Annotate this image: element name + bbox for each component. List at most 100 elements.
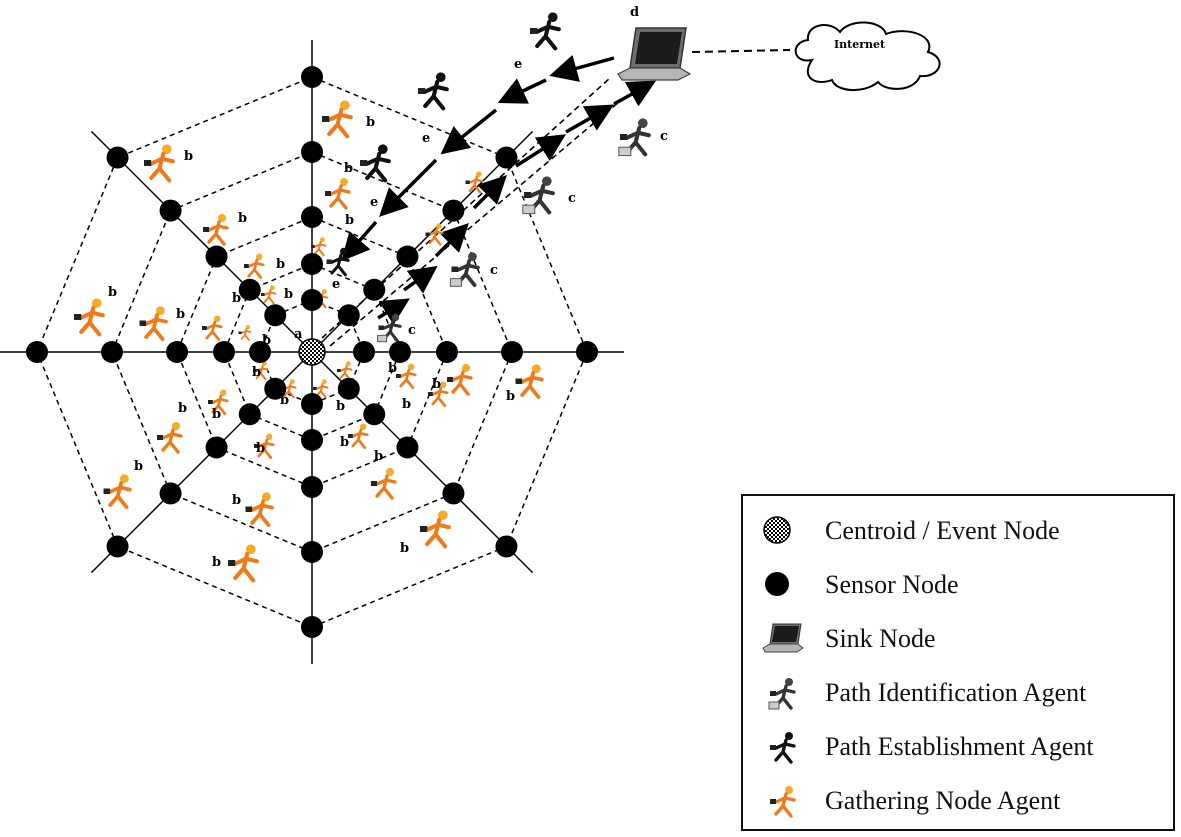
agent-bag xyxy=(322,116,330,122)
gathering-node-agent xyxy=(139,306,168,342)
agent-body xyxy=(240,328,252,341)
agent-head xyxy=(214,315,221,322)
agent-letter-label: b xyxy=(212,555,221,570)
gathering-node-agent xyxy=(425,223,444,246)
agent-bag xyxy=(620,134,628,140)
sensor-node xyxy=(238,278,261,301)
path-dashed-link xyxy=(329,95,627,347)
establishment-arrow xyxy=(440,108,498,155)
agent-body xyxy=(233,551,259,583)
agent-head xyxy=(532,364,541,373)
agent-bag xyxy=(465,180,470,184)
sink-internet-link xyxy=(691,49,791,53)
agent-head xyxy=(785,732,793,740)
gathering-node-agent-icon xyxy=(770,786,796,818)
agent-letter-label: b xyxy=(252,365,261,380)
agent-body xyxy=(327,107,353,139)
agent-head xyxy=(468,252,477,261)
agent-body xyxy=(149,151,175,183)
sensor-node xyxy=(301,141,323,163)
path-identification-agent xyxy=(449,252,480,288)
agent-head xyxy=(436,223,442,229)
sensor-node xyxy=(238,403,261,426)
agent-body xyxy=(535,19,561,51)
agent-bag xyxy=(202,326,207,330)
agent-letter-label: d xyxy=(630,5,639,20)
agent-head xyxy=(340,247,348,255)
agent-head xyxy=(218,214,226,222)
legend-label: Gathering Node Agent xyxy=(825,786,1061,815)
agent-body xyxy=(315,382,329,399)
agent-body xyxy=(247,258,265,279)
agent-body xyxy=(144,313,168,342)
agent-bag xyxy=(425,232,430,236)
agent-letter-label: e xyxy=(370,195,378,210)
sensor-node xyxy=(205,245,228,268)
sensor-node xyxy=(264,377,287,400)
agent-bag xyxy=(770,691,776,696)
agent-body xyxy=(351,428,369,449)
agent-bag xyxy=(396,374,401,378)
agent-head xyxy=(440,381,447,388)
agent-body xyxy=(468,175,484,194)
path-identification-agent xyxy=(618,118,651,157)
identification-arrow xyxy=(515,134,566,168)
sensor-node xyxy=(249,341,271,363)
agent-bag xyxy=(244,264,249,268)
agent-head xyxy=(270,285,275,290)
internet-cloud xyxy=(794,21,941,91)
agent-body xyxy=(423,79,449,111)
agent-head xyxy=(256,253,263,260)
agent-bag xyxy=(428,392,433,396)
gathering-node-agent xyxy=(202,315,223,341)
path-establishment-agent-icon xyxy=(770,732,796,764)
identification-arrow xyxy=(434,223,469,258)
agent-body xyxy=(774,684,796,710)
agent-letter-label: b xyxy=(256,441,265,456)
agent-letter-label: b xyxy=(346,377,355,392)
agent-head xyxy=(172,422,180,430)
legend-path-establishment-figure xyxy=(770,732,796,764)
agent-head xyxy=(378,144,388,154)
sensor-node xyxy=(213,341,235,363)
agent-letter-label: b xyxy=(432,377,441,392)
sensor-node xyxy=(159,482,182,505)
agent-bag xyxy=(371,481,377,486)
agent-body xyxy=(456,259,480,288)
gathering-node-agent xyxy=(74,298,105,337)
legend-label: Centroid / Event Node xyxy=(825,516,1060,545)
sink-node-laptop-icon xyxy=(762,623,804,653)
sensor-node xyxy=(389,341,411,363)
agent-bag xyxy=(420,526,428,532)
sensor-node xyxy=(396,245,419,268)
legend-label: Path Identification Agent xyxy=(825,678,1087,707)
agent-bag xyxy=(208,400,213,404)
agent-body xyxy=(329,184,351,210)
agent-body xyxy=(257,438,275,459)
agent-body xyxy=(255,364,269,381)
legend-item-gathering-node-agent: Gathering Node Agent xyxy=(743,774,1173,828)
agent-body xyxy=(161,428,183,454)
agent-letter-label: c xyxy=(660,129,668,144)
agent-body xyxy=(263,288,277,305)
sensor-node xyxy=(363,403,386,426)
agent-letter-label: c xyxy=(490,263,498,278)
agent-body xyxy=(211,394,229,415)
agent-bag xyxy=(103,488,111,494)
sensor-node xyxy=(337,304,360,327)
legend-label: Sensor Node xyxy=(825,570,959,599)
sensor-node xyxy=(353,341,375,363)
sensor-node xyxy=(495,535,518,558)
agent-letter-label: e xyxy=(514,57,522,72)
agent-head xyxy=(92,298,102,308)
agent-letter-label: c xyxy=(408,323,416,338)
sensor-node xyxy=(301,289,323,311)
agent-head xyxy=(438,510,448,520)
agent-letter-label: b xyxy=(212,407,221,422)
agent-bag xyxy=(311,245,315,248)
sensor-node xyxy=(106,146,129,169)
agent-head xyxy=(462,364,470,372)
agent-head xyxy=(548,12,558,23)
establishment-arrow xyxy=(379,158,438,217)
